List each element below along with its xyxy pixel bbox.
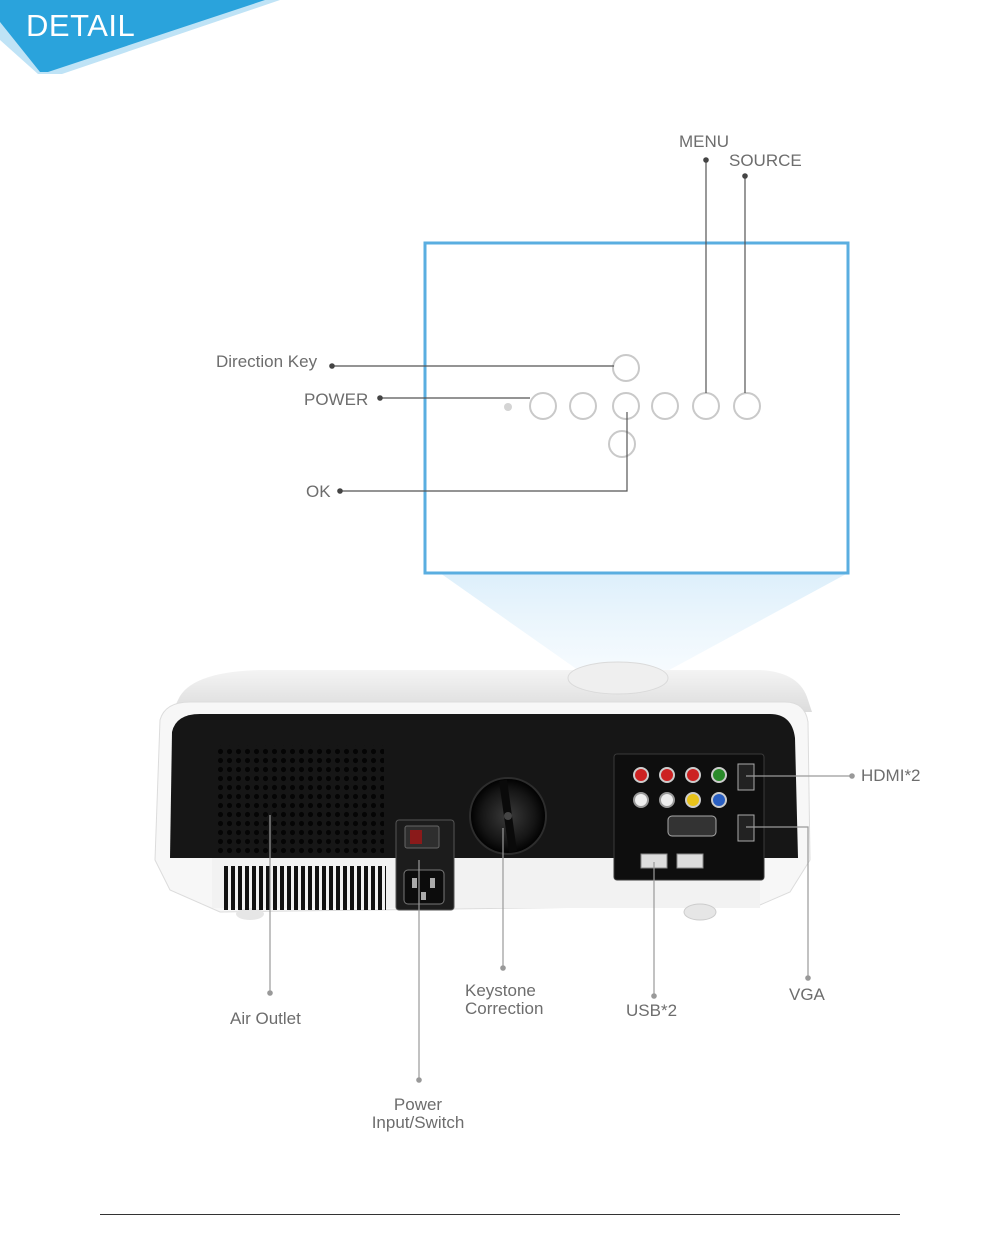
direction-key-label: Direction Key <box>216 352 318 371</box>
power-label: POWER <box>304 390 369 409</box>
detail-banner <box>0 0 280 74</box>
lens-dome-icon <box>567 661 669 695</box>
power-input-label-line1: Power <box>393 1095 443 1114</box>
control-panel <box>529 354 761 458</box>
indicator-led-icon <box>504 403 512 411</box>
hdmi-port-icon <box>737 763 755 791</box>
keystone-knob-icon <box>469 777 547 855</box>
ok-label: OK <box>306 482 331 501</box>
source-button-icon <box>733 392 761 420</box>
direction-up-button-icon <box>612 354 640 382</box>
lower-vent-slots-icon <box>222 866 386 910</box>
usb-port-icon <box>676 853 704 869</box>
keystone-label: Keystone Correction <box>465 982 543 1018</box>
air-vent-grille-icon <box>216 745 384 855</box>
hdmi-label: HDMI*2 <box>861 766 921 785</box>
banner-title: DETAIL <box>26 8 136 43</box>
vga-port-icon <box>667 815 717 837</box>
bottom-leader-lines <box>269 775 852 1080</box>
top-leader-lines <box>332 160 746 492</box>
direction-left-button-icon <box>569 392 597 420</box>
power-button-icon <box>529 392 557 420</box>
hdmi-port-icon <box>737 814 755 842</box>
air-outlet-label: Air Outlet <box>230 1009 301 1028</box>
io-panel <box>613 753 765 881</box>
usb-label: USB*2 <box>626 1001 678 1020</box>
power-input-label: Power Input/Switch <box>362 1096 474 1132</box>
vga-label: VGA <box>789 985 825 1004</box>
ok-button-icon <box>612 392 640 420</box>
menu-button-icon <box>692 392 720 420</box>
source-label: SOURCE <box>729 151 802 170</box>
menu-label: MENU <box>679 132 730 151</box>
power-socket-icon <box>395 819 455 911</box>
direction-right-button-icon <box>651 392 679 420</box>
keystone-label-line1: Keystone <box>465 981 536 1000</box>
power-input-label-line2: Input/Switch <box>371 1113 465 1132</box>
footer-divider <box>100 1214 900 1215</box>
direction-down-button-icon <box>608 430 636 458</box>
projection-beam <box>440 573 848 675</box>
keystone-label-line2: Correction <box>465 999 544 1018</box>
